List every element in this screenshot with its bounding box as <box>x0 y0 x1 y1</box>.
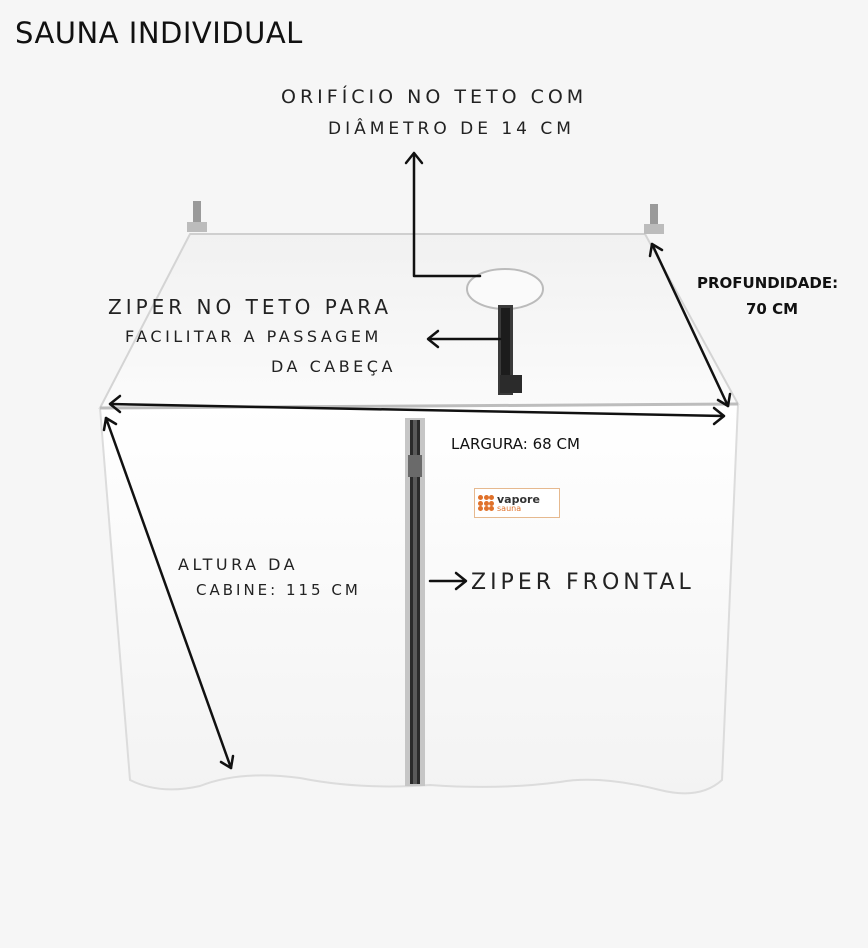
label-profundidade-line1: PROFUNDIDADE: <box>697 274 839 292</box>
arrow-largura <box>108 402 726 418</box>
page-title: SAUNA INDIVIDUAL <box>15 16 303 50</box>
ceiling-zipper <box>498 305 522 395</box>
label-altura-line2: CABINE: 115 CM <box>196 581 361 599</box>
label-largura: LARGURA: 68 CM <box>451 435 580 453</box>
label-ziper-teto-line1: ZIPER NO TETO PARA <box>108 295 393 319</box>
label-ziper-frontal: ZIPER FRONTAL <box>471 570 695 595</box>
label-ziper-teto-line2: FACILITAR A PASSAGEM <box>125 327 382 346</box>
arrow-orificio <box>412 153 482 278</box>
frame-post-left <box>187 201 207 232</box>
front-zipper <box>405 418 425 786</box>
frame-post-right <box>644 204 664 234</box>
label-altura-line1: ALTURA DA <box>178 555 299 574</box>
label-ziper-teto-line3: DA CABEÇA <box>271 357 396 376</box>
cabin-top-panel <box>98 233 740 410</box>
brand-name: vapore <box>497 492 540 506</box>
brand-sub: sauna <box>497 503 522 513</box>
label-profundidade-line2: 70 CM <box>746 300 799 318</box>
label-orificio-line2: DIÂMETRO DE 14 CM <box>328 119 575 139</box>
arrow-profundidade <box>650 242 730 408</box>
brand-logo-icon <box>478 495 494 511</box>
brand-badge: vapore sauna <box>474 488 560 518</box>
arrow-altura <box>104 416 233 770</box>
label-orificio-line1: ORIFÍCIO NO TETO COM <box>281 86 588 108</box>
